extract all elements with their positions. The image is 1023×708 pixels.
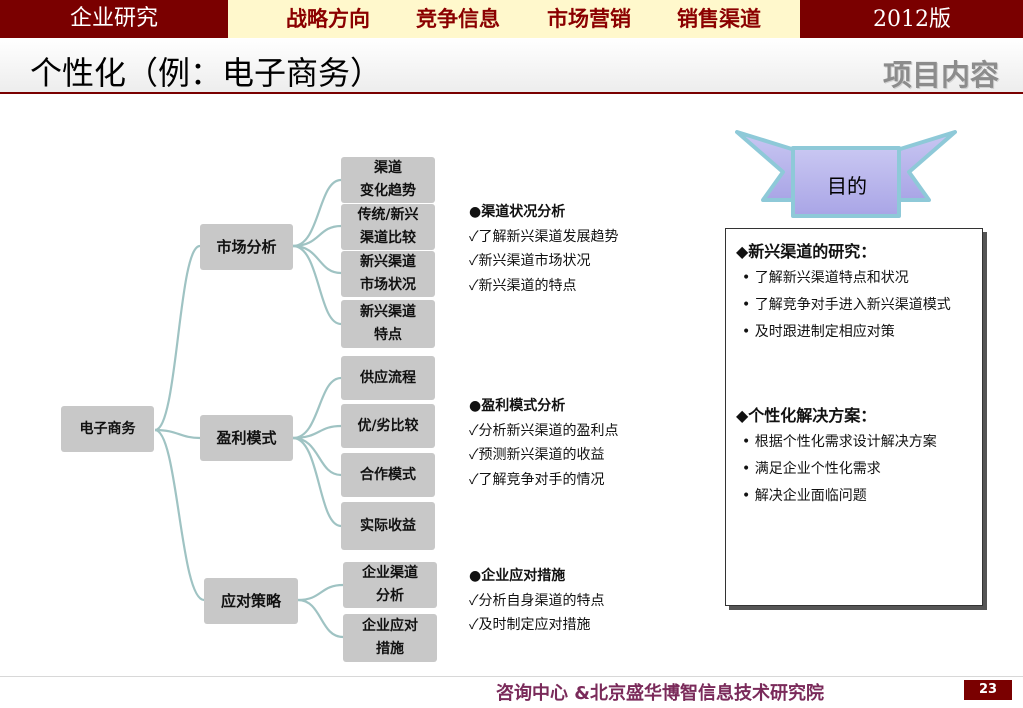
notes-item: ✓了解竞争对手的情况: [469, 471, 605, 488]
connector-root-strategy: [154, 428, 205, 602]
leaf-line: 传统/新兴: [357, 207, 419, 223]
connector-market-2: [292, 224, 342, 248]
leaf-channel-compare: 传统/新兴渠道比较: [341, 204, 435, 250]
footer-divider: [0, 676, 1023, 677]
leaf-line: 措施: [376, 641, 404, 657]
connector-strategy-2: [297, 598, 344, 639]
nav-item-marketing[interactable]: 市场营销: [547, 7, 631, 31]
leaf-supply-flow: 供应流程: [341, 356, 435, 400]
panel-item: • 解决企业面临问题: [742, 488, 867, 504]
notes-response: ●企业应对措施 ✓分析自身渠道的特点 ✓及时制定应对措施: [469, 564, 605, 638]
page-title: 个性化（例：电子商务）: [30, 54, 383, 92]
panel-item: • 及时跟进制定相应对策: [742, 324, 895, 340]
leaf-line: 新兴渠道: [360, 254, 416, 270]
connector-market-1: [292, 178, 342, 248]
leaf-cooperation-model: 合作模式: [341, 453, 435, 497]
leaf-line: 新兴渠道: [360, 304, 416, 320]
connector-root-market: [154, 244, 201, 432]
title-band: [0, 38, 1023, 94]
leaf-pros-cons: 优/劣比较: [341, 404, 435, 448]
page-number: 23: [964, 680, 1012, 700]
section-title: 项目内容: [882, 58, 999, 92]
leaf-new-channel-market: 新兴渠道市场状况: [341, 251, 435, 297]
leaf-line: 分析: [376, 588, 404, 604]
branch-market-analysis: 市场分析: [200, 224, 293, 270]
version-label: 2012版: [873, 7, 951, 32]
leaf-enterprise-response: 企业应对措施: [343, 614, 437, 662]
nav-item-sales-channel[interactable]: 销售渠道: [677, 7, 761, 31]
branch-response-strategy: 应对策略: [204, 578, 298, 624]
connector-strategy-1: [297, 583, 344, 602]
leaf-actual-revenue: 实际收益: [341, 502, 435, 550]
leaf-line: 企业渠道: [362, 565, 418, 581]
notes-heading: ●盈利模式分析: [469, 398, 566, 414]
notes-profit: ●盈利模式分析 ✓分析新兴渠道的盈利点 ✓预测新兴渠道的收益 ✓了解竞争对手的情…: [469, 394, 619, 492]
notes-channel: ●渠道状况分析 ✓了解新兴渠道发展趋势 ✓新兴渠道市场状况 ✓新兴渠道的特点: [469, 200, 619, 298]
connector-root-profit: [154, 428, 201, 440]
purpose-label: 目的: [827, 174, 867, 198]
leaf-line: 变化趋势: [360, 183, 416, 199]
panel-item: • 根据个性化需求设计解决方案: [742, 434, 937, 450]
purpose-ribbon: [735, 130, 957, 218]
notes-item: ✓分析新兴渠道的盈利点: [469, 422, 619, 439]
purpose-panel: ◆新兴渠道的研究： • 了解新兴渠道特点和状况 • 了解竞争对手进入新兴渠道模式…: [725, 228, 983, 606]
notes-item: ✓分析自身渠道的特点: [469, 592, 605, 609]
notes-heading: ●企业应对措施: [469, 568, 566, 584]
connector-profit-4: [292, 436, 342, 528]
leaf-line: 特点: [374, 327, 402, 343]
branch-profit-model: 盈利模式: [200, 415, 293, 461]
leaf-enterprise-channel: 企业渠道分析: [343, 562, 437, 608]
panel-spacer: [736, 346, 972, 403]
nav-item-strategy[interactable]: 战略方向: [286, 7, 370, 31]
footer-organization: 咨询中心 &北京盛华博智信息技术研究院: [496, 683, 824, 704]
connector-market-4: [292, 244, 342, 326]
notes-item: ✓了解新兴渠道发展趋势: [469, 228, 619, 245]
nav-band: [228, 0, 800, 38]
notes-item: ✓新兴渠道的特点: [469, 277, 577, 294]
connector-profit-1: [292, 376, 342, 440]
notes-heading: ●渠道状况分析: [469, 204, 566, 220]
leaf-line: 市场状况: [360, 277, 416, 293]
brand-label[interactable]: 企业研究: [69, 6, 158, 31]
panel-heading: ◆新兴渠道的研究：: [736, 242, 877, 261]
panel-item: • 了解新兴渠道特点和状况: [742, 270, 909, 286]
nav-item-competition[interactable]: 竞争信息: [416, 7, 500, 31]
leaf-channel-trend: 渠道变化趋势: [341, 157, 435, 203]
leaf-line: 渠道: [374, 160, 402, 176]
mindmap-root: 电子商务: [61, 406, 154, 452]
connector-profit-3: [292, 436, 342, 477]
leaf-new-channel-feature: 新兴渠道特点: [341, 300, 435, 348]
panel-item: • 了解竞争对手进入新兴渠道模式: [742, 297, 951, 313]
leaf-line: 渠道比较: [360, 230, 416, 246]
connector-market-3: [292, 244, 342, 275]
notes-item: ✓预测新兴渠道的收益: [469, 447, 605, 463]
notes-item: ✓及时制定应对措施: [469, 617, 591, 633]
notes-item: ✓新兴渠道市场状况: [469, 253, 591, 269]
leaf-line: 企业应对: [362, 618, 418, 634]
panel-heading: ◆个性化解决方案：: [736, 406, 877, 425]
panel-item: • 满足企业个性化需求: [742, 461, 881, 477]
